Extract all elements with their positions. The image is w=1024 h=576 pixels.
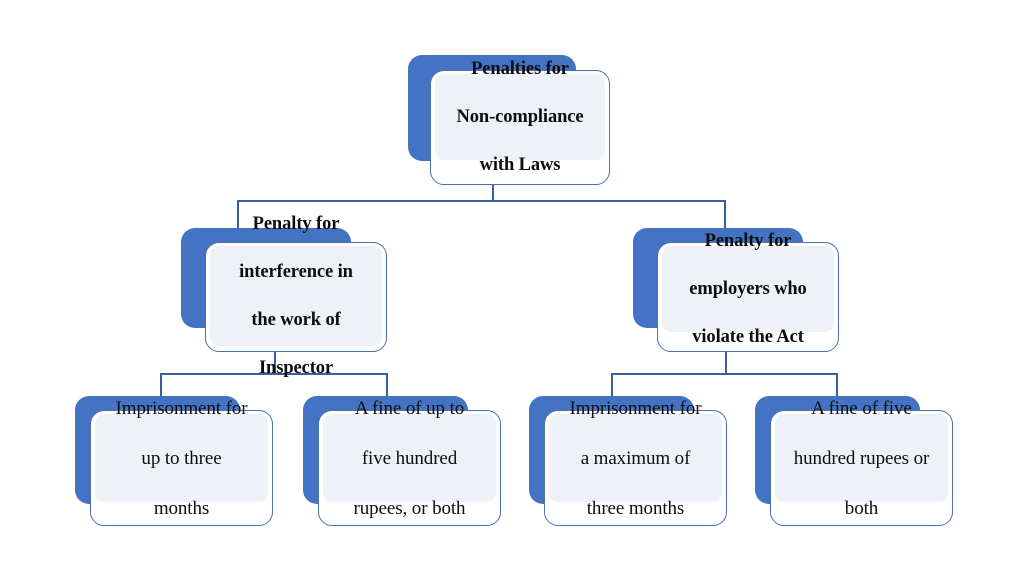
node-root-card[interactable]: Penalties for Non-compliance with Laws [430,59,610,185]
node-branch-employers-label: Penalty for employers who violate the Ac… [662,229,834,349]
node-leaf-1-card[interactable]: Imprisonment for up to three months [90,398,273,526]
node-branch-employers[interactable]: Penalty for employers who violate the Ac… [633,228,839,352]
node-leaf-2-line-2: five hundred [361,447,458,469]
node-leaf-1-line-3: months [153,497,210,519]
node-leaf-1-line-1: Imprisonment for [115,397,248,419]
node-branch-inspector-label: Penalty for interference in the work of … [210,212,382,380]
node-leaf-1-line-2: up to three [141,447,222,469]
node-branch-employers-inner: Penalty for employers who violate the Ac… [662,231,834,347]
connector-leaf4-drop [836,373,838,399]
node-branch-inspector-line-4: Inspector [258,358,334,378]
node-root-inner: Penalties for Non-compliance with Laws [435,59,605,175]
node-branch-inspector-line-3: the work of [251,310,341,330]
node-root-line-3: with Laws [479,155,561,175]
node-branch-inspector-line-2: interference in [239,262,353,282]
connector-right-branch-bus [611,373,837,375]
node-leaf-4-line-1: A fine of five [811,397,912,419]
connector-left-branch-bus [160,373,388,375]
node-leaf-2-label: A fine of up to five hundred rupees, or … [323,396,496,521]
connector-root-bus [237,200,726,202]
node-leaf-fine-five-hundred-or-both[interactable]: A fine of up to five hundred rupees, or … [303,396,501,526]
connector-right-branch-stem [725,348,727,374]
connector-branch-left-drop [237,200,239,230]
node-root-label: Penalties for Non-compliance with Laws [435,57,605,177]
node-leaf-1-inner: Imprisonment for up to three months [95,398,268,519]
node-leaf-imprisonment-max-three-months[interactable]: Imprisonment for a maximum of three mont… [529,396,727,526]
node-branch-employers-card[interactable]: Penalty for employers who violate the Ac… [657,231,839,352]
node-leaf-fine-five-hundred-both[interactable]: A fine of five hundred rupees or both [755,396,953,526]
node-leaf-2-line-1: A fine of up to [354,397,465,419]
node-leaf-3-line-2: a maximum of [580,447,691,469]
node-leaf-4-line-2: hundred rupees or [793,447,930,469]
node-leaf-3-inner: Imprisonment for a maximum of three mont… [549,398,722,519]
node-root-line-2: Non-compliance [456,107,584,127]
node-leaf-imprisonment-three-months[interactable]: Imprisonment for up to three months [75,396,273,526]
node-branch-inspector-card[interactable]: Penalty for interference in the work of … [205,214,387,378]
node-leaf-1-label: Imprisonment for up to three months [95,396,268,521]
node-leaf-3-card[interactable]: Imprisonment for a maximum of three mont… [544,398,727,526]
connector-branch-right-drop [724,200,726,230]
node-leaf-4-label: A fine of five hundred rupees or both [775,396,948,521]
node-leaf-3-label: Imprisonment for a maximum of three mont… [549,396,722,521]
node-branch-employers-line-3: violate the Act [692,327,804,347]
node-branch-inspector-line-1: Penalty for [252,214,340,234]
connector-leaf1-drop [160,373,162,399]
connector-root-stem [492,178,494,202]
node-leaf-2-line-3: rupees, or both [353,497,466,519]
node-leaf-2-inner: A fine of up to five hundred rupees, or … [323,398,496,519]
node-branch-employers-line-2: employers who [689,279,807,299]
node-leaf-4-inner: A fine of five hundred rupees or both [775,398,948,519]
node-leaf-3-line-1: Imprisonment for [569,397,702,419]
connector-leaf3-drop [611,373,613,399]
node-root[interactable]: Penalties for Non-compliance with Laws [408,55,610,185]
node-leaf-2-card[interactable]: A fine of up to five hundred rupees, or … [318,398,501,526]
node-leaf-3-line-3: three months [586,497,685,519]
connector-leaf2-drop [386,373,388,399]
connector-left-branch-stem [274,348,276,374]
node-branch-inspector-inner: Penalty for interference in the work of … [210,214,382,378]
node-branch-employers-line-1: Penalty for [704,231,792,251]
node-leaf-4-card[interactable]: A fine of five hundred rupees or both [770,398,953,526]
node-root-line-1: Penalties for [471,59,569,79]
node-branch-inspector[interactable]: Penalty for interference in the work of … [181,214,387,378]
node-leaf-4-line-3: both [844,497,879,519]
